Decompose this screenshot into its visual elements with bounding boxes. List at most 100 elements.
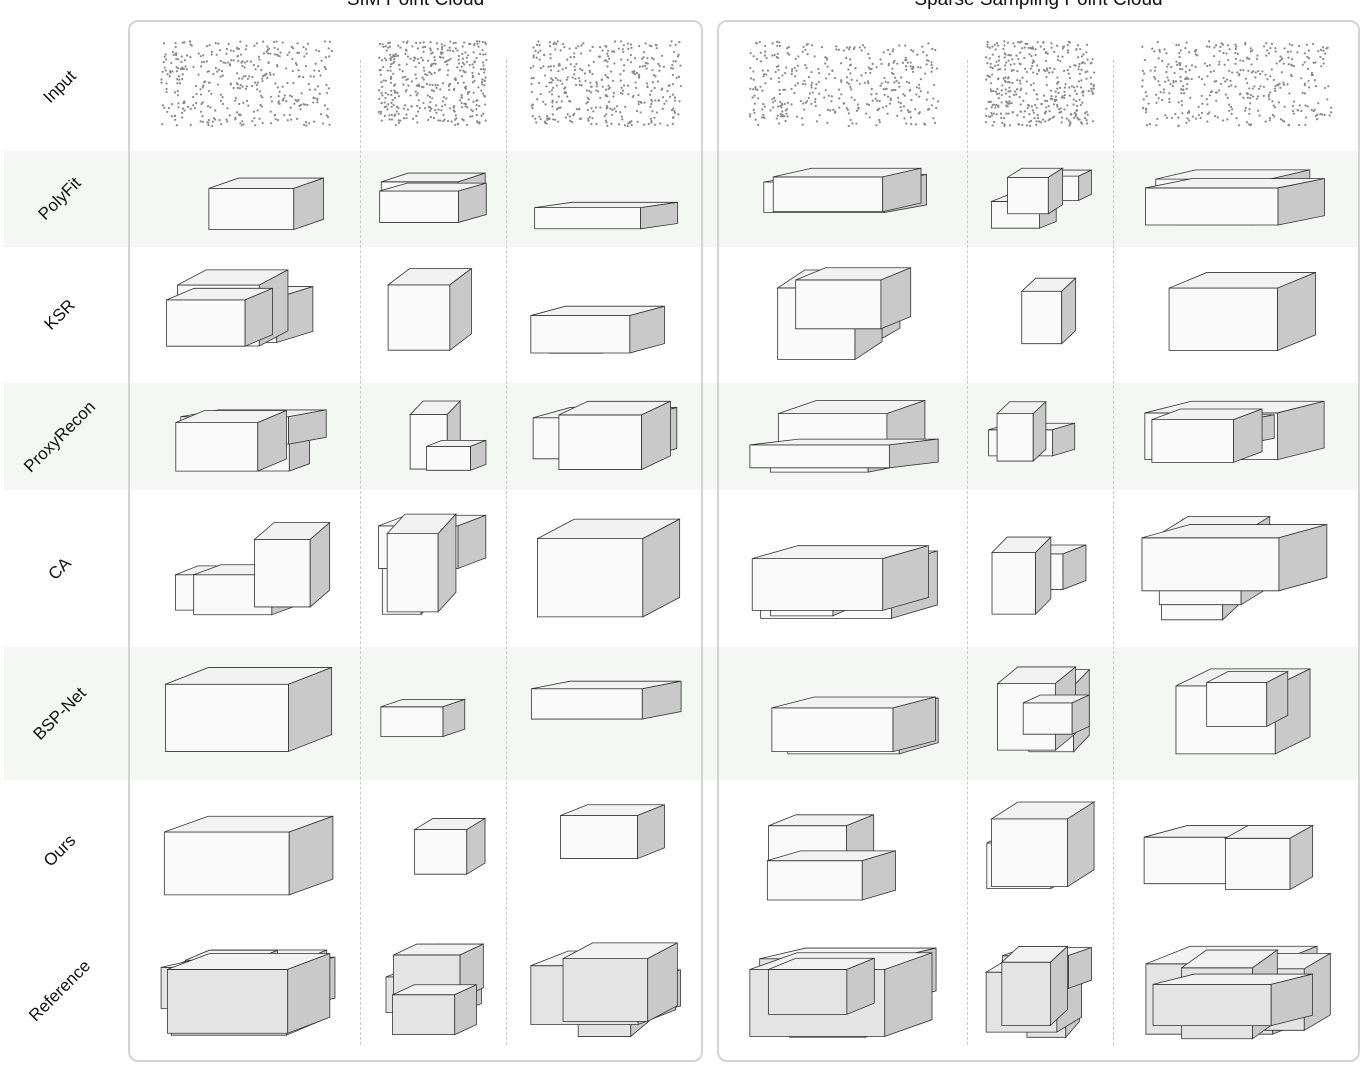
point	[793, 66, 796, 69]
point	[385, 105, 388, 108]
point	[776, 114, 780, 117]
point	[617, 123, 621, 126]
point	[1072, 98, 1075, 101]
point	[390, 63, 393, 66]
point	[261, 121, 264, 125]
point	[1154, 77, 1157, 80]
point	[573, 73, 576, 76]
point	[477, 45, 480, 48]
point	[606, 75, 609, 79]
point	[1182, 85, 1185, 88]
point	[269, 52, 272, 55]
row-label-input: Input	[39, 66, 80, 107]
point	[1005, 61, 1008, 64]
point	[1057, 55, 1060, 58]
point	[1234, 43, 1237, 46]
point	[614, 40, 617, 43]
point	[1221, 43, 1224, 46]
point	[793, 91, 796, 95]
point	[421, 59, 425, 62]
point	[847, 82, 850, 85]
point	[1179, 75, 1182, 79]
point	[171, 50, 175, 53]
mesh-block	[751, 545, 929, 611]
point	[459, 69, 462, 72]
point	[633, 70, 636, 73]
ksr-reconstruction-2	[365, 255, 500, 375]
point	[639, 111, 642, 114]
point	[851, 122, 854, 125]
point	[796, 82, 799, 85]
point	[875, 92, 878, 96]
point	[432, 62, 435, 65]
input-point-cloud-2	[365, 30, 500, 143]
point	[398, 63, 401, 66]
point	[914, 123, 917, 126]
point	[1235, 117, 1238, 120]
point	[456, 122, 459, 125]
point	[1034, 48, 1037, 51]
point	[868, 57, 871, 60]
point	[1004, 68, 1007, 71]
point	[919, 66, 922, 69]
point	[1016, 78, 1019, 82]
point	[475, 104, 478, 107]
point	[1250, 63, 1253, 66]
mesh-block	[530, 680, 682, 720]
point	[328, 123, 331, 126]
point	[192, 104, 195, 107]
point	[653, 116, 656, 119]
point	[991, 124, 994, 127]
point	[996, 87, 999, 90]
point	[1282, 81, 1285, 84]
point	[1203, 83, 1206, 86]
point	[1028, 113, 1031, 116]
point	[849, 85, 852, 88]
point	[891, 67, 894, 70]
point	[1236, 52, 1239, 55]
point	[420, 56, 423, 59]
point	[406, 55, 410, 58]
point	[227, 42, 230, 46]
point	[385, 49, 388, 52]
point	[203, 81, 206, 84]
point	[646, 62, 649, 65]
point	[437, 108, 440, 111]
point	[620, 58, 623, 61]
point	[853, 98, 856, 102]
point	[550, 89, 553, 92]
point	[784, 120, 787, 123]
point	[472, 100, 475, 103]
point	[316, 98, 319, 101]
point	[997, 105, 1000, 109]
point	[643, 101, 646, 104]
point	[165, 91, 168, 94]
point	[449, 57, 452, 61]
point	[388, 114, 391, 117]
point	[276, 118, 280, 122]
point	[302, 46, 305, 49]
point	[1228, 103, 1231, 106]
point	[458, 62, 461, 65]
point	[651, 110, 654, 113]
point	[430, 52, 433, 55]
point	[634, 86, 638, 89]
point	[1249, 96, 1252, 100]
point	[422, 101, 425, 105]
point	[601, 49, 604, 52]
point	[464, 85, 468, 88]
point	[437, 69, 440, 72]
point	[548, 81, 551, 84]
point	[549, 69, 553, 72]
point	[1040, 103, 1043, 106]
point	[1003, 79, 1006, 82]
point	[261, 77, 264, 80]
point	[620, 86, 623, 89]
point	[234, 97, 237, 100]
point	[534, 117, 537, 120]
point	[538, 58, 541, 61]
point	[806, 53, 809, 56]
point	[1075, 109, 1078, 112]
point	[265, 50, 268, 53]
point	[1024, 42, 1027, 45]
